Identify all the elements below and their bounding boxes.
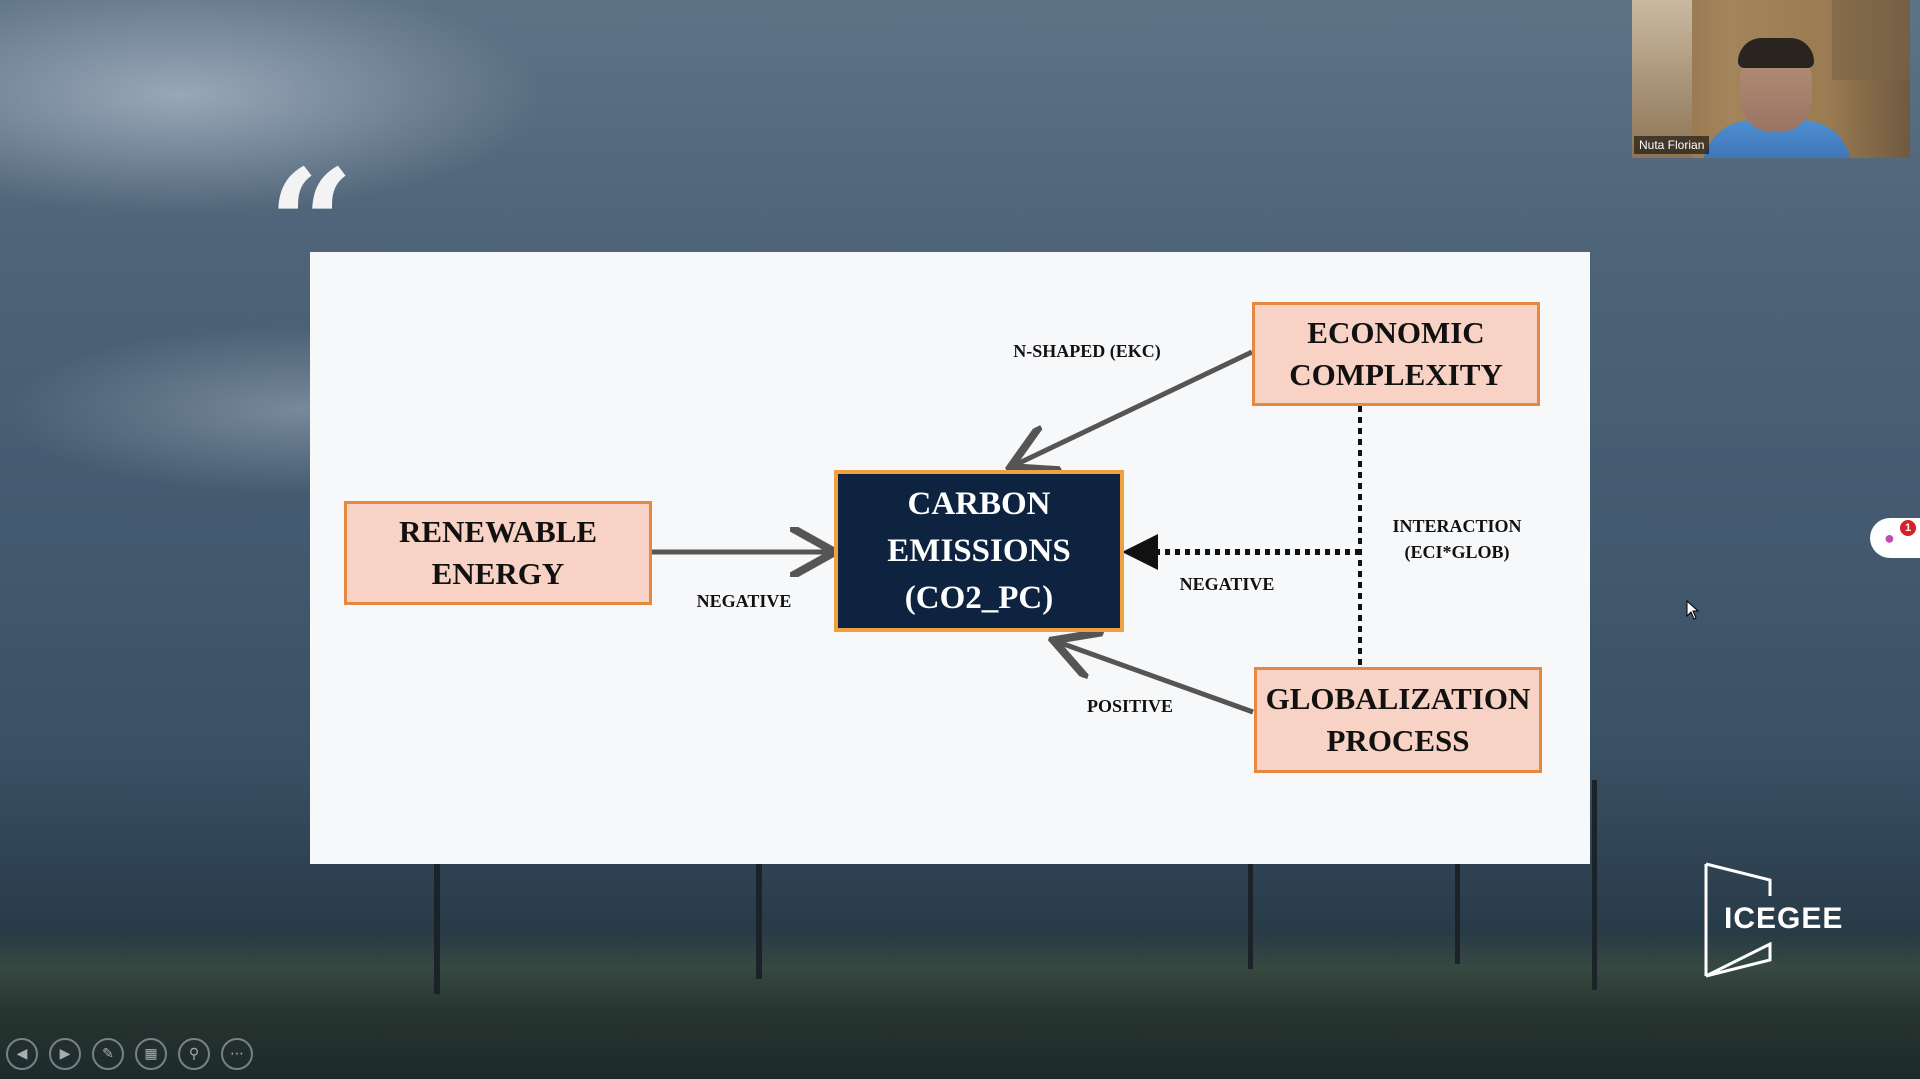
slides-grid-icon: ▦	[144, 1046, 158, 1062]
magnifier-icon: ⚲	[188, 1046, 200, 1062]
map-pin-icon: ●	[1884, 528, 1895, 548]
wind-turbine-mast	[434, 864, 440, 994]
notification-badge: 1	[1900, 520, 1916, 536]
slide-diagram: RENEWABLE ENERGY CARBON EMISSIONS (CO2_P…	[310, 252, 1590, 864]
zoom-button[interactable]: ⚲	[178, 1038, 210, 1070]
label-n-shaped: N-SHAPED (EKC)	[1013, 341, 1161, 361]
economic-complexity-box: ECONOMIC COMPLEXITY	[1252, 302, 1540, 406]
arrow-left-icon: ◀	[16, 1046, 28, 1062]
wind-turbine-mast	[1455, 864, 1460, 964]
label-positive: POSITIVE	[1086, 696, 1174, 716]
renewable-energy-box: RENEWABLE ENERGY	[344, 501, 652, 605]
see-all-slides-button[interactable]: ▦	[135, 1038, 167, 1070]
arrow-economic-to-carbon	[1015, 349, 1254, 465]
next-slide-button[interactable]: ▶	[49, 1038, 81, 1070]
pen-tool-button[interactable]: ✎	[92, 1038, 124, 1070]
wind-turbine-mast	[1248, 864, 1253, 969]
icegee-logo-frame-icon	[1704, 862, 1772, 978]
label-interaction: INTERACTION (ECI*GLOB)	[1392, 516, 1522, 562]
slideshow-toolbar: ◀ ▶ ✎ ▦ ⚲ ⋯	[6, 1038, 253, 1074]
arrow-globalization-to-carbon	[1058, 642, 1254, 715]
participant-name-label: Nuta Florian	[1634, 136, 1710, 154]
pen-icon: ✎	[102, 1046, 114, 1062]
arrow-right-icon: ▶	[59, 1046, 71, 1062]
participant-video-tile[interactable]: Nuta Florian	[1632, 0, 1910, 158]
icegee-logo: ICEGEE	[1724, 902, 1844, 935]
globalization-process-box: GLOBALIZATION PROCESS	[1254, 667, 1542, 773]
label-negative-interaction: NEGATIVE	[1179, 574, 1275, 594]
ellipsis-icon: ⋯	[230, 1046, 244, 1062]
carbon-emissions-box: CARBON EMISSIONS (CO2_PC)	[834, 470, 1124, 632]
mouse-cursor-icon	[1686, 600, 1700, 620]
diagram-arrows	[651, 349, 1362, 715]
more-options-button[interactable]: ⋯	[221, 1038, 253, 1070]
wind-turbine-mast	[756, 864, 762, 979]
landscape-horizon	[0, 930, 1920, 1079]
previous-slide-button[interactable]: ◀	[6, 1038, 38, 1070]
wind-turbine-mast	[1592, 780, 1597, 990]
quote-icon: “	[268, 150, 354, 300]
label-negative-renewable: NEGATIVE	[696, 591, 792, 611]
notification-tab[interactable]: ● 1	[1870, 518, 1920, 558]
